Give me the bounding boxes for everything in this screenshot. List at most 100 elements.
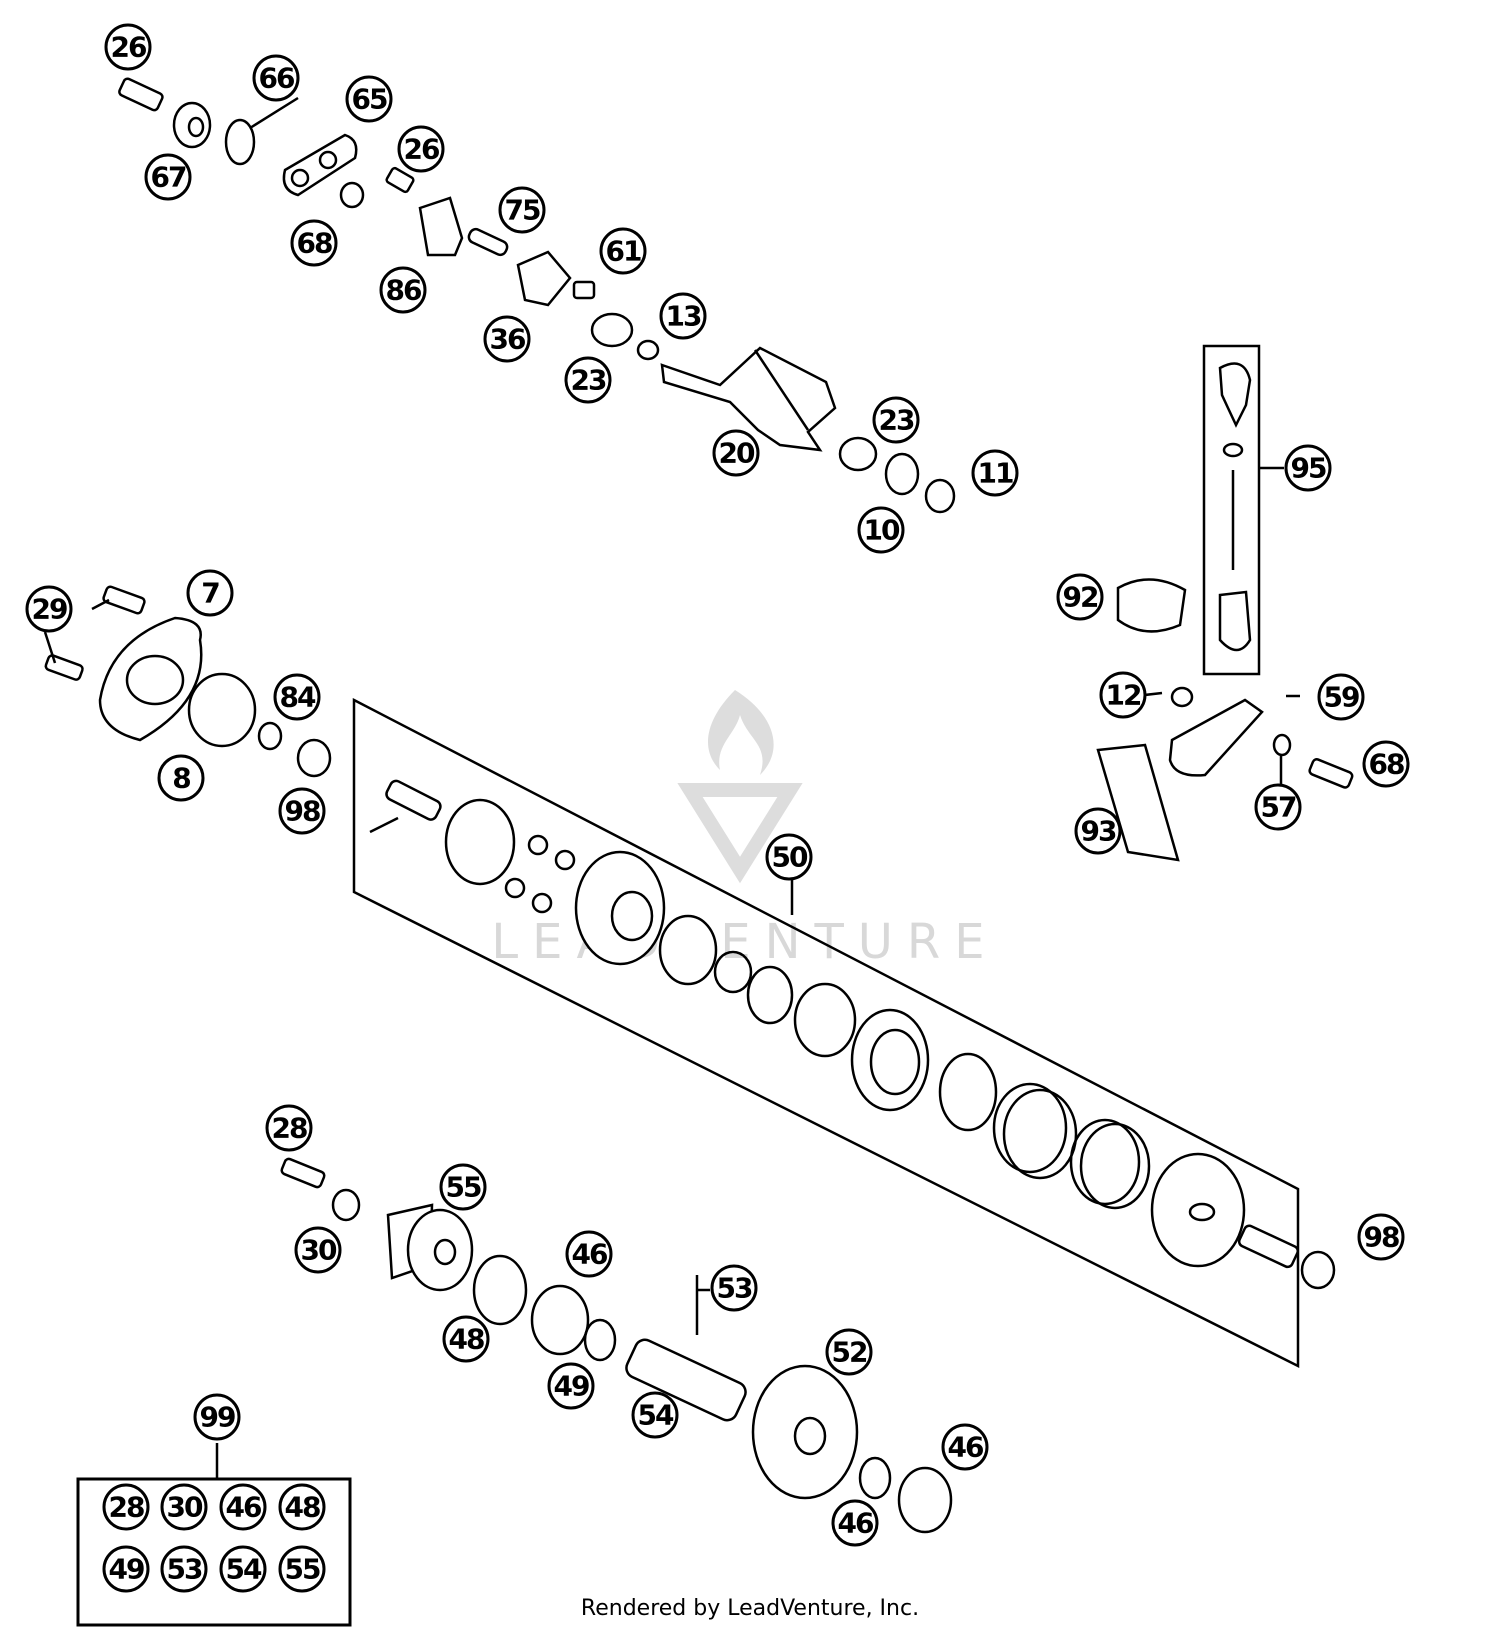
callout-84: 84 xyxy=(273,673,321,721)
svg-text:49: 49 xyxy=(109,1553,144,1586)
callout-13: 13 xyxy=(659,292,707,340)
callout-86: 86 xyxy=(379,266,427,314)
callout-98-left: 98 xyxy=(278,787,326,835)
kit-item-53: 53 xyxy=(160,1545,208,1593)
watermark-text: LEADVENTURE xyxy=(491,914,998,970)
svg-text:46: 46 xyxy=(948,1431,983,1464)
callout-12: 12 xyxy=(1099,671,1147,719)
svg-text:29: 29 xyxy=(32,593,67,626)
kit-item-30: 30 xyxy=(160,1483,208,1531)
svg-text:46: 46 xyxy=(572,1238,607,1271)
shift-parts-upper xyxy=(118,77,956,514)
svg-text:13: 13 xyxy=(666,300,701,333)
svg-text:57: 57 xyxy=(1261,791,1296,824)
svg-text:53: 53 xyxy=(717,1272,752,1305)
kick-shaft-parts xyxy=(369,779,1300,1269)
svg-text:26: 26 xyxy=(404,133,439,166)
svg-text:46: 46 xyxy=(226,1491,261,1524)
callout-30: 30 xyxy=(294,1226,342,1274)
svg-text:68: 68 xyxy=(297,227,332,260)
callout-57: 57 xyxy=(1254,783,1302,831)
cover-parts-left xyxy=(44,585,332,778)
svg-text:23: 23 xyxy=(879,404,914,437)
callout-20: 20 xyxy=(712,429,760,477)
svg-text:75: 75 xyxy=(505,194,540,227)
callout-67: 67 xyxy=(144,153,192,201)
svg-text:48: 48 xyxy=(285,1491,320,1524)
callout-29: 29 xyxy=(25,585,73,633)
callout-66: 66 xyxy=(252,54,300,102)
svg-text:68: 68 xyxy=(1369,748,1404,781)
svg-text:30: 30 xyxy=(167,1491,203,1524)
callout-48: 48 xyxy=(442,1315,490,1363)
svg-text:30: 30 xyxy=(301,1234,337,1267)
kit-item-48: 48 xyxy=(278,1483,326,1531)
callout-50: 50 xyxy=(765,833,813,881)
callout-95: 95 xyxy=(1284,444,1332,492)
svg-text:20: 20 xyxy=(719,437,755,470)
svg-text:10: 10 xyxy=(864,514,900,547)
svg-text:54: 54 xyxy=(226,1553,262,1586)
svg-text:59: 59 xyxy=(1324,681,1359,714)
callout-75: 75 xyxy=(498,186,546,234)
svg-text:65: 65 xyxy=(352,83,387,116)
callout-23-left: 23 xyxy=(564,356,612,404)
svg-text:36: 36 xyxy=(490,323,525,356)
svg-text:7: 7 xyxy=(201,577,219,610)
callout-26-upper: 26 xyxy=(104,23,152,71)
callout-46-upper: 46 xyxy=(565,1230,613,1278)
lower-gear-parts xyxy=(280,1157,1336,1534)
svg-text:98: 98 xyxy=(285,795,320,828)
callout-65: 65 xyxy=(345,75,393,123)
callout-11: 11 xyxy=(971,449,1019,497)
callout-68-right: 68 xyxy=(1362,740,1410,788)
callout-52: 52 xyxy=(825,1328,873,1376)
render-credit: Rendered by LeadVenture, Inc. xyxy=(580,1596,920,1621)
callout-55: 55 xyxy=(439,1163,487,1211)
callout-98-right: 98 xyxy=(1357,1213,1405,1261)
callout-10: 10 xyxy=(857,506,905,554)
svg-text:48: 48 xyxy=(449,1323,484,1356)
leadventure-watermark: LEADVENTURE xyxy=(491,690,998,970)
svg-text:23: 23 xyxy=(571,364,606,397)
callout-68-upper: 68 xyxy=(290,219,338,267)
right-side-parts xyxy=(1096,344,1354,862)
svg-text:92: 92 xyxy=(1063,581,1098,614)
svg-text:95: 95 xyxy=(1291,452,1326,485)
callout-54: 54 xyxy=(631,1391,679,1439)
callout-61: 61 xyxy=(599,227,647,275)
callout-8: 8 xyxy=(157,754,205,802)
svg-text:49: 49 xyxy=(554,1370,589,1403)
kit-item-28: 28 xyxy=(102,1483,150,1531)
kit-item-46: 46 xyxy=(219,1483,267,1531)
callout-93: 93 xyxy=(1074,807,1122,855)
svg-text:98: 98 xyxy=(1364,1221,1399,1254)
callout-46-lower: 46 xyxy=(831,1499,879,1547)
svg-text:55: 55 xyxy=(285,1553,320,1586)
svg-text:26: 26 xyxy=(111,31,146,64)
svg-text:67: 67 xyxy=(151,161,186,194)
callout-7: 7 xyxy=(186,569,234,617)
kit-item-55: 55 xyxy=(278,1545,326,1593)
callout-46-right: 46 xyxy=(941,1423,989,1471)
svg-text:99: 99 xyxy=(200,1401,235,1434)
svg-text:61: 61 xyxy=(606,235,641,268)
svg-text:93: 93 xyxy=(1081,815,1116,848)
svg-text:12: 12 xyxy=(1106,679,1141,712)
callout-28: 28 xyxy=(265,1104,313,1152)
callout-99: 99 xyxy=(193,1393,241,1441)
svg-text:53: 53 xyxy=(167,1553,202,1586)
callout-53: 53 xyxy=(710,1264,758,1312)
callout-59: 59 xyxy=(1317,673,1365,721)
svg-text:46: 46 xyxy=(838,1507,873,1540)
part-95-frame xyxy=(1202,344,1261,676)
svg-text:28: 28 xyxy=(272,1112,307,1145)
callout-92: 92 xyxy=(1056,573,1104,621)
svg-text:86: 86 xyxy=(386,274,421,307)
callout-23-right: 23 xyxy=(872,396,920,444)
svg-text:55: 55 xyxy=(446,1171,481,1204)
svg-text:8: 8 xyxy=(172,762,190,795)
svg-text:52: 52 xyxy=(832,1336,867,1369)
callout-36: 36 xyxy=(483,315,531,363)
